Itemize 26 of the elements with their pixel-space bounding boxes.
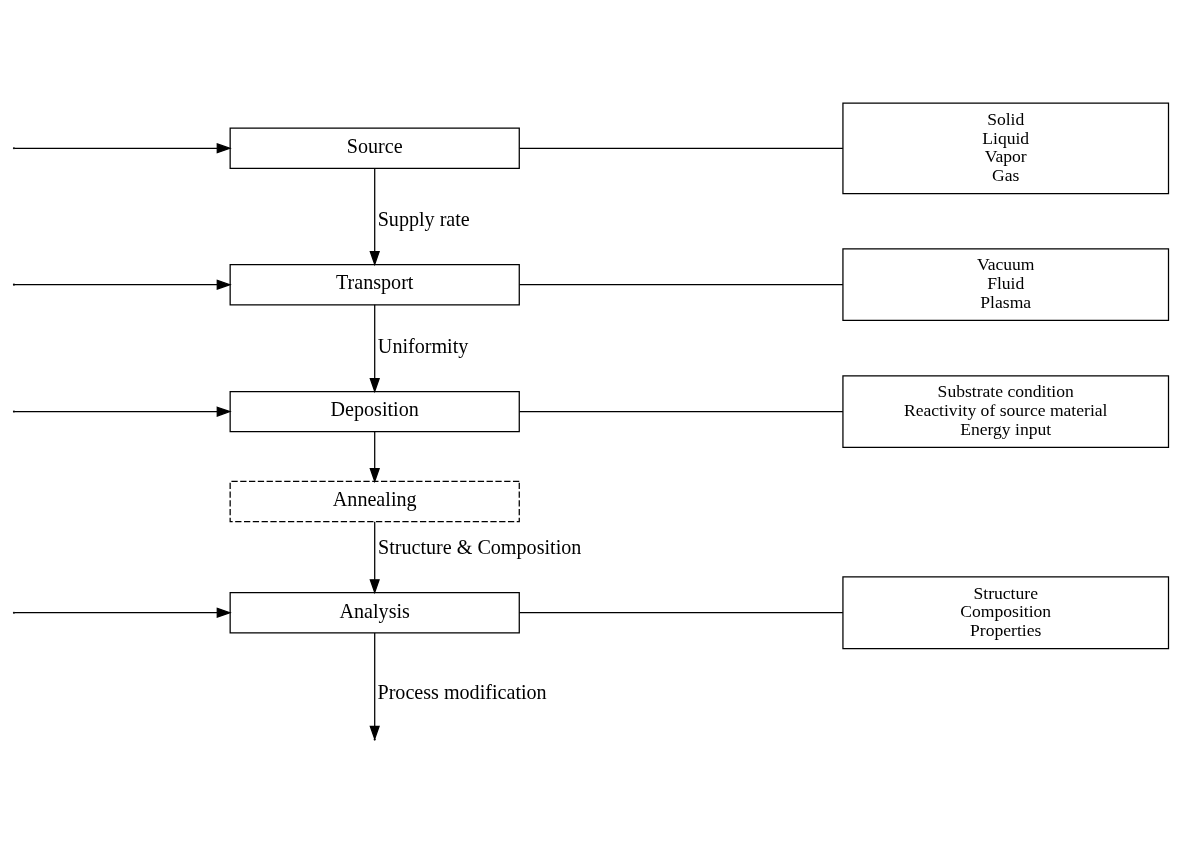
node-box: Solid Liquid Vapor Gas (842, 101, 1170, 194)
node-box: Deposition (229, 390, 520, 432)
connector (518, 410, 844, 412)
arrow (369, 631, 380, 741)
node-box: Annealing (229, 480, 520, 522)
node-box: Structure Composition Properties (842, 575, 1170, 649)
connector (518, 147, 844, 149)
node-box: Analysis (229, 591, 520, 633)
arrow (14, 606, 232, 618)
connector (518, 283, 844, 285)
edge-label: Uniformity (377, 334, 469, 357)
connector (518, 611, 844, 613)
edge-label: Process modification (377, 680, 547, 703)
edge-label: Structure & Composition (378, 535, 582, 558)
arrow (369, 303, 380, 393)
arrow (14, 142, 232, 154)
node-box: Transport (229, 263, 520, 305)
arrow (14, 405, 232, 417)
arrow (14, 278, 232, 290)
node-box: Source (229, 127, 520, 169)
arrow (369, 430, 380, 483)
node-box: Vacuum Fluid Plasma (842, 247, 1170, 321)
arrow (369, 520, 380, 594)
edge-label: Supply rate (377, 207, 470, 230)
node-box: Substrate condition Reactivity of source material Energy input (842, 374, 1170, 448)
arrow (369, 167, 380, 266)
